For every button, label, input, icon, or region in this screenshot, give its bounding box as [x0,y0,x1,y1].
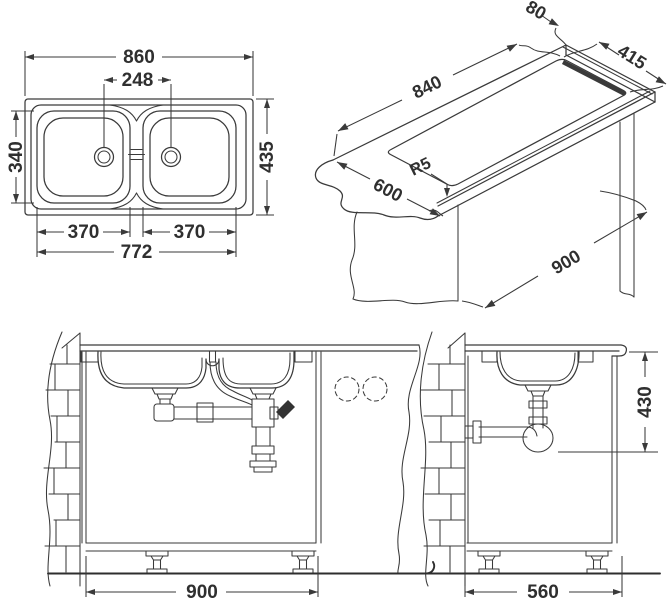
front-sink-section [80,350,313,389]
dim-iso-cabinet-width-900: 900 [548,246,584,278]
floor-line [47,561,436,575]
front-cabinet [81,351,388,575]
side-wall [419,331,466,587]
dim-900-iso: 900 [461,190,648,309]
adjustable-foot [145,550,169,575]
dim-840: 840 [333,43,561,157]
p-trap [522,423,554,453]
dim-430: 430 [558,351,658,453]
dim-worktop-depth-600: 600 [370,174,406,206]
dim-bowl-length-right-370: 370 [174,222,206,243]
dim-cutout-length-840: 840 [409,71,445,102]
dim-560: 560 [464,556,623,600]
cutout-inner-wall [561,60,627,96]
brick-hatching [43,344,81,573]
front-wall [43,331,81,587]
dim-overall-width-435: 435 [257,141,278,173]
worktop-cutout [387,58,627,187]
dim-370-left: 370 [36,207,131,257]
drain-right [160,146,182,168]
dim-front-cabinet-width-900: 900 [186,582,218,600]
dim-415: 415 [563,41,667,93]
dim-370-right: 370 [142,207,237,257]
adjustable-foot [585,550,609,575]
appliance-connector [276,400,295,419]
cabinet-body [349,113,635,305]
dim-edge-distance-80: 80 [522,0,549,24]
adjustable-foot [477,550,501,575]
dim-340: 340 [6,110,34,204]
sink-outline [24,98,254,216]
side-plumbing [464,384,554,453]
dim-overall-length-860: 860 [123,47,155,68]
knockout-hole-right [362,376,388,402]
dim-drain-centres-248: 248 [122,70,154,91]
front-view: 900 [43,331,436,600]
overflow-pipe [209,361,253,406]
worktop-break-line-right [397,344,421,575]
side-sink-section [481,350,594,386]
side-cabinet [466,355,618,575]
dim-bowls-overall-772: 772 [121,242,153,263]
centre-marks [127,148,146,161]
dim-900-front: 900 [85,556,319,600]
wall-break-line [45,331,63,587]
wall-break-line [419,331,433,587]
brick-hatching [420,344,466,573]
dim-860: 860 [24,47,254,96]
dim-bowl-width-340: 340 [6,141,27,173]
isometric-view: 840 80 415 600 R5 [314,0,667,309]
front-plumbing [151,361,295,473]
dim-80: 80 [522,0,567,46]
knockout-hole-left [334,376,360,402]
dim-772: 772 [37,242,236,263]
front-worktop [79,344,421,575]
dim-install-height-430: 430 [635,386,656,418]
dim-435: 435 [256,98,278,216]
dim-cabinet-depth-560: 560 [527,582,559,600]
drain-left [93,146,115,168]
dim-bowl-length-left-370: 370 [68,222,100,243]
plan-view: 860 248 340 435 370 [6,47,278,263]
adjustable-foot [291,550,315,575]
worktop-break-line [314,159,439,221]
dim-248: 248 [103,70,172,147]
side-view: 430 560 [419,331,661,600]
dim-cutout-width-415: 415 [614,41,650,74]
worktop-slab [314,44,656,221]
dim-r5: R5 [407,154,450,197]
